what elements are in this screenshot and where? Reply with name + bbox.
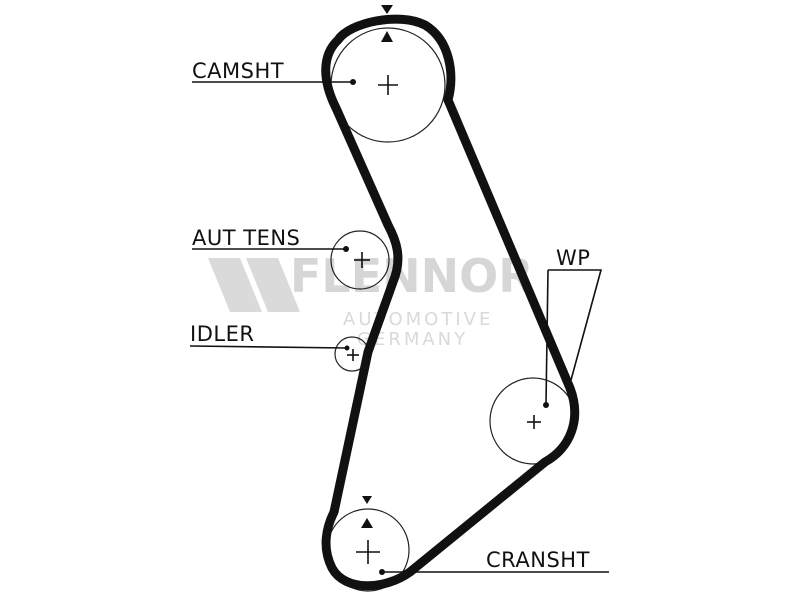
auto-tensioner-label: AUT TENS — [192, 226, 300, 250]
idler-leader — [189, 345, 347, 349]
camshaft-leader-dot — [350, 79, 356, 85]
water-pump-leader — [548, 269, 603, 381]
auto-tensioner-center-cross — [354, 252, 370, 268]
auto-tensioner-leader-dot — [343, 246, 349, 252]
watermark-logo-shape-2 — [246, 258, 300, 312]
crankshaft-leader-dot — [379, 569, 385, 575]
crankshaft-timing-mark-outer — [362, 496, 372, 504]
idler-label: IDLER — [190, 322, 254, 346]
camshaft-timing-mark-inner — [381, 31, 393, 42]
watermark-brand: FLENNOR — [290, 249, 534, 303]
timing-belt — [321, 14, 580, 591]
water-pump-center-cross — [527, 415, 541, 429]
watermark-line1: AUTOMOTIVE — [343, 309, 493, 330]
crankshaft-timing-mark-inner — [361, 518, 373, 528]
water-pump-leader-branch — [545, 269, 549, 405]
crankshaft-center-cross — [356, 540, 380, 564]
water-pump-leader-dot — [543, 402, 549, 408]
idler-center-cross — [347, 349, 359, 361]
auto-tensioner-pulley — [330, 230, 390, 290]
camshaft-center-cross — [378, 75, 398, 95]
idler-leader-dot — [344, 345, 350, 351]
watermark-line2: GERMANY — [357, 329, 468, 350]
crankshaft-label: CRANSHT — [486, 548, 590, 572]
water-pump-label: WP — [556, 246, 590, 270]
watermark-logo-shape — [208, 258, 262, 312]
camshaft-timing-mark-outer — [381, 5, 393, 14]
camshaft-label: CAMSHT — [192, 59, 284, 83]
